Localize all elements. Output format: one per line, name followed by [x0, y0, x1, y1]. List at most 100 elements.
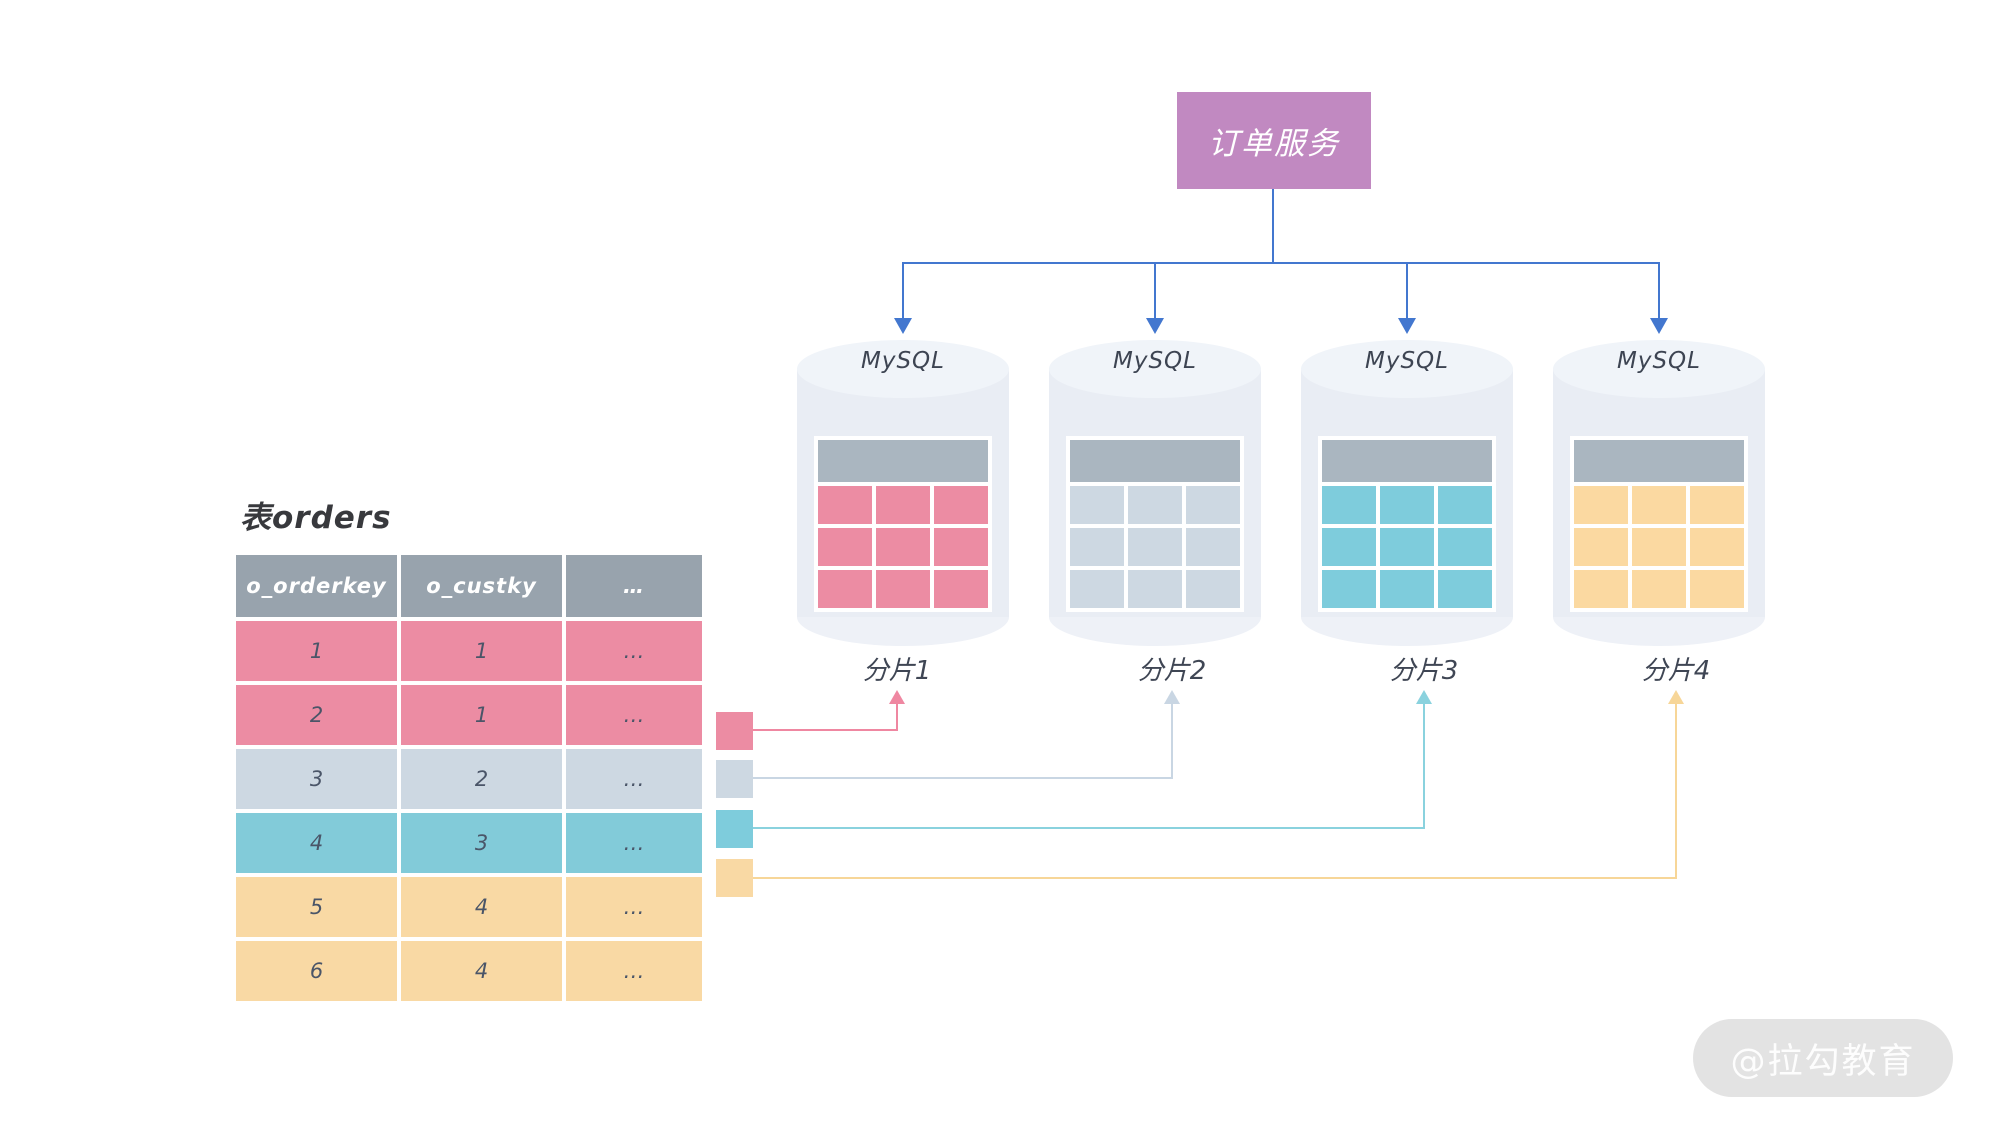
elbow-line-shard-3: [1423, 702, 1425, 829]
mysql-cylinder-shard-2: MySQL: [1049, 340, 1261, 646]
table-row-cell: 6: [236, 941, 397, 1001]
shard-table-header: [818, 440, 988, 482]
connector-branch-2: [1154, 262, 1156, 320]
table-cell: [1322, 528, 1376, 566]
table-cell: [1438, 570, 1492, 608]
elbow-line-shard-4: [1675, 702, 1677, 879]
arrow-down-icon-2: [1146, 318, 1164, 334]
table-cell: [818, 570, 872, 608]
arrow-down-icon-3: [1398, 318, 1416, 334]
arrow-down-icon-1: [894, 318, 912, 334]
shard-table-header: [1322, 440, 1492, 482]
table-row-cell: …: [566, 621, 702, 681]
table-cell: [1690, 528, 1744, 566]
table-cell: [1128, 528, 1182, 566]
table-cell: [1128, 570, 1182, 608]
table-cell: [1690, 570, 1744, 608]
table-cell: [1632, 570, 1686, 608]
table-cell: [1186, 570, 1240, 608]
shard-table-icon: [1318, 436, 1496, 612]
table-row-cell: 1: [401, 685, 562, 745]
table-cell: [934, 486, 988, 524]
mysql-label: MySQL: [1113, 348, 1197, 374]
key-square-shard-1: [716, 712, 753, 750]
table-cell: [1438, 528, 1492, 566]
table-cell: [1380, 570, 1434, 608]
order-service-box: 订单服务: [1177, 92, 1371, 189]
table-cell: [1186, 528, 1240, 566]
table-cell: [876, 570, 930, 608]
table-row-cell: 1: [401, 621, 562, 681]
shard-table-header: [1070, 440, 1240, 482]
table-cell: [1574, 486, 1628, 524]
mysql-cylinder-shard-4: MySQL: [1553, 340, 1765, 646]
table-cell: [1380, 486, 1434, 524]
cylinder-top-cap: [797, 340, 1009, 398]
shard-1-label: 分片1: [862, 656, 932, 686]
table-row-cell: …: [566, 877, 702, 937]
table-cell: [818, 486, 872, 524]
shard-table-cells: [1322, 486, 1492, 608]
table-cell: [1438, 486, 1492, 524]
cylinder-top-cap: [1049, 340, 1261, 398]
cylinder-top-cap: [1301, 340, 1513, 398]
orders-table-title: 表orders: [240, 500, 392, 536]
table-cell: [1070, 486, 1124, 524]
arrow-down-icon-4: [1650, 318, 1668, 334]
key-square-shard-3: [716, 810, 753, 848]
mysql-cylinder-shard-3: MySQL: [1301, 340, 1513, 646]
shard-table-header: [1574, 440, 1744, 482]
table-cell: [934, 570, 988, 608]
elbow-line-shard-2: [753, 777, 1173, 779]
table-cell: [934, 528, 988, 566]
shard-table-icon: [1066, 436, 1244, 612]
table-cell: [1186, 486, 1240, 524]
table-cell: [1070, 570, 1124, 608]
elbow-line-shard-4: [753, 877, 1677, 879]
table-row-cell: 5: [236, 877, 397, 937]
arrow-up-icon-shard-1: [889, 690, 905, 704]
shard-table-cells: [818, 486, 988, 608]
table-cell: [1690, 486, 1744, 524]
elbow-line-shard-3: [753, 827, 1425, 829]
elbow-line-shard-1: [753, 729, 898, 731]
table-cell: [1070, 528, 1124, 566]
table-cell: [1574, 528, 1628, 566]
mysql-label: MySQL: [1617, 348, 1701, 374]
table-cell: [1380, 528, 1434, 566]
table-row-cell: 4: [401, 877, 562, 937]
shard-2-label: 分片2: [1137, 656, 1207, 686]
arrow-up-icon-shard-2: [1164, 690, 1180, 704]
table-cell: [1322, 486, 1376, 524]
table-cell: [818, 528, 872, 566]
table-cell: [1632, 528, 1686, 566]
table-row-cell: …: [566, 685, 702, 745]
column-header: o_orderkey: [236, 555, 397, 617]
connector-branch-4: [1658, 262, 1660, 320]
shard-table-cells: [1070, 486, 1240, 608]
mysql-label: MySQL: [861, 348, 945, 374]
shard-table-icon: [814, 436, 992, 612]
arrow-up-icon-shard-4: [1668, 690, 1684, 704]
table-cell: [1322, 570, 1376, 608]
key-square-shard-2: [716, 760, 753, 798]
mysql-label: MySQL: [1365, 348, 1449, 374]
mysql-cylinder-shard-1: MySQL: [797, 340, 1009, 646]
table-cell: [1128, 486, 1182, 524]
connector-stem: [1272, 189, 1274, 263]
table-cell: [876, 528, 930, 566]
shard-4-label: 分片4: [1641, 656, 1711, 686]
table-cell: [1632, 486, 1686, 524]
connector-horizontal: [902, 262, 1660, 264]
shard-table-cells: [1574, 486, 1744, 608]
key-square-shard-4: [716, 859, 753, 897]
table-row-cell: 3: [236, 749, 397, 809]
column-header: o_custky: [401, 555, 562, 617]
arrow-up-icon-shard-3: [1416, 690, 1432, 704]
shard-table-icon: [1570, 436, 1748, 612]
shard-3-label: 分片3: [1389, 656, 1459, 686]
table-row-cell: …: [566, 749, 702, 809]
table-row-cell: 4: [401, 941, 562, 1001]
elbow-line-shard-1: [896, 702, 898, 731]
